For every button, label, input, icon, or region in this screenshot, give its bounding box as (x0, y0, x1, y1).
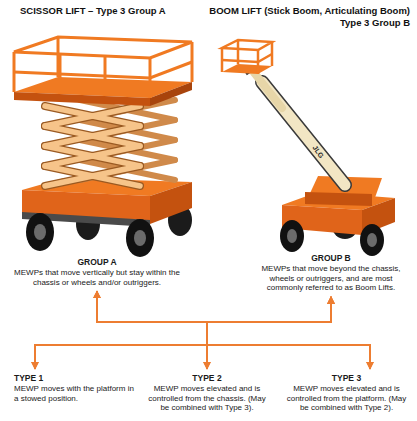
node-heading: GROUP A (10, 257, 184, 268)
basket-railing (222, 40, 272, 74)
wheel-hub (34, 224, 46, 240)
wheel-hub (367, 233, 377, 247)
heading: SCISSOR LIFT – Type 3 Group A (20, 5, 166, 17)
connector-arrow (97, 291, 370, 369)
platform-deck (150, 82, 192, 106)
platform-deck (14, 92, 150, 106)
wheel (360, 224, 384, 256)
type-block: TYPE 3MEWP moves elevated and is control… (280, 372, 413, 414)
group-block: GROUP AMEWPs that move vertically but st… (8, 256, 186, 288)
heading: Type 3 Group B (340, 17, 410, 29)
type-block: TYPE 2MEWP moves elevated and is control… (141, 372, 273, 414)
scissor-lift (14, 37, 192, 257)
node-description: MEWP moves elevated and is controlled fr… (282, 384, 411, 413)
node-description: MEWPs that move vertically but stay with… (10, 268, 184, 287)
wheel-hub (287, 229, 297, 243)
node-heading: GROUP B (254, 253, 408, 264)
wheel (280, 220, 304, 252)
boom-lift (222, 40, 395, 256)
wheel (126, 219, 154, 257)
connector-arrow (35, 297, 331, 369)
node-description: MEWPs that move beyond the chassis, whee… (254, 264, 408, 293)
wheel-hub (134, 230, 146, 246)
heading: BOOM LIFT (Stick Boom, Articulating Boom… (209, 5, 410, 17)
basket-floor (222, 64, 272, 74)
scissor-arms (45, 106, 140, 186)
node-description: MEWP moves elevated and is controlled fr… (143, 384, 271, 413)
chassis (150, 182, 192, 224)
node-heading: TYPE 3 (282, 373, 411, 384)
node-description: MEWP moves with the platform in a stowed… (14, 384, 134, 403)
wheel (26, 213, 54, 251)
scissor-arms-outline (45, 106, 140, 186)
platform-railing (14, 37, 192, 98)
node-heading: TYPE 2 (143, 373, 271, 384)
node-heading: TYPE 1 (14, 373, 134, 384)
connector-arrow (35, 291, 207, 369)
turret (305, 192, 372, 206)
connector-arrow (207, 297, 331, 369)
type-block: TYPE 1MEWP moves with the platform in a … (12, 372, 136, 404)
boom-section (252, 70, 282, 108)
connector-arrow (207, 297, 370, 369)
connector-arrow (97, 291, 207, 369)
group-block: GROUP BMEWPs that move beyond the chassi… (252, 252, 410, 294)
